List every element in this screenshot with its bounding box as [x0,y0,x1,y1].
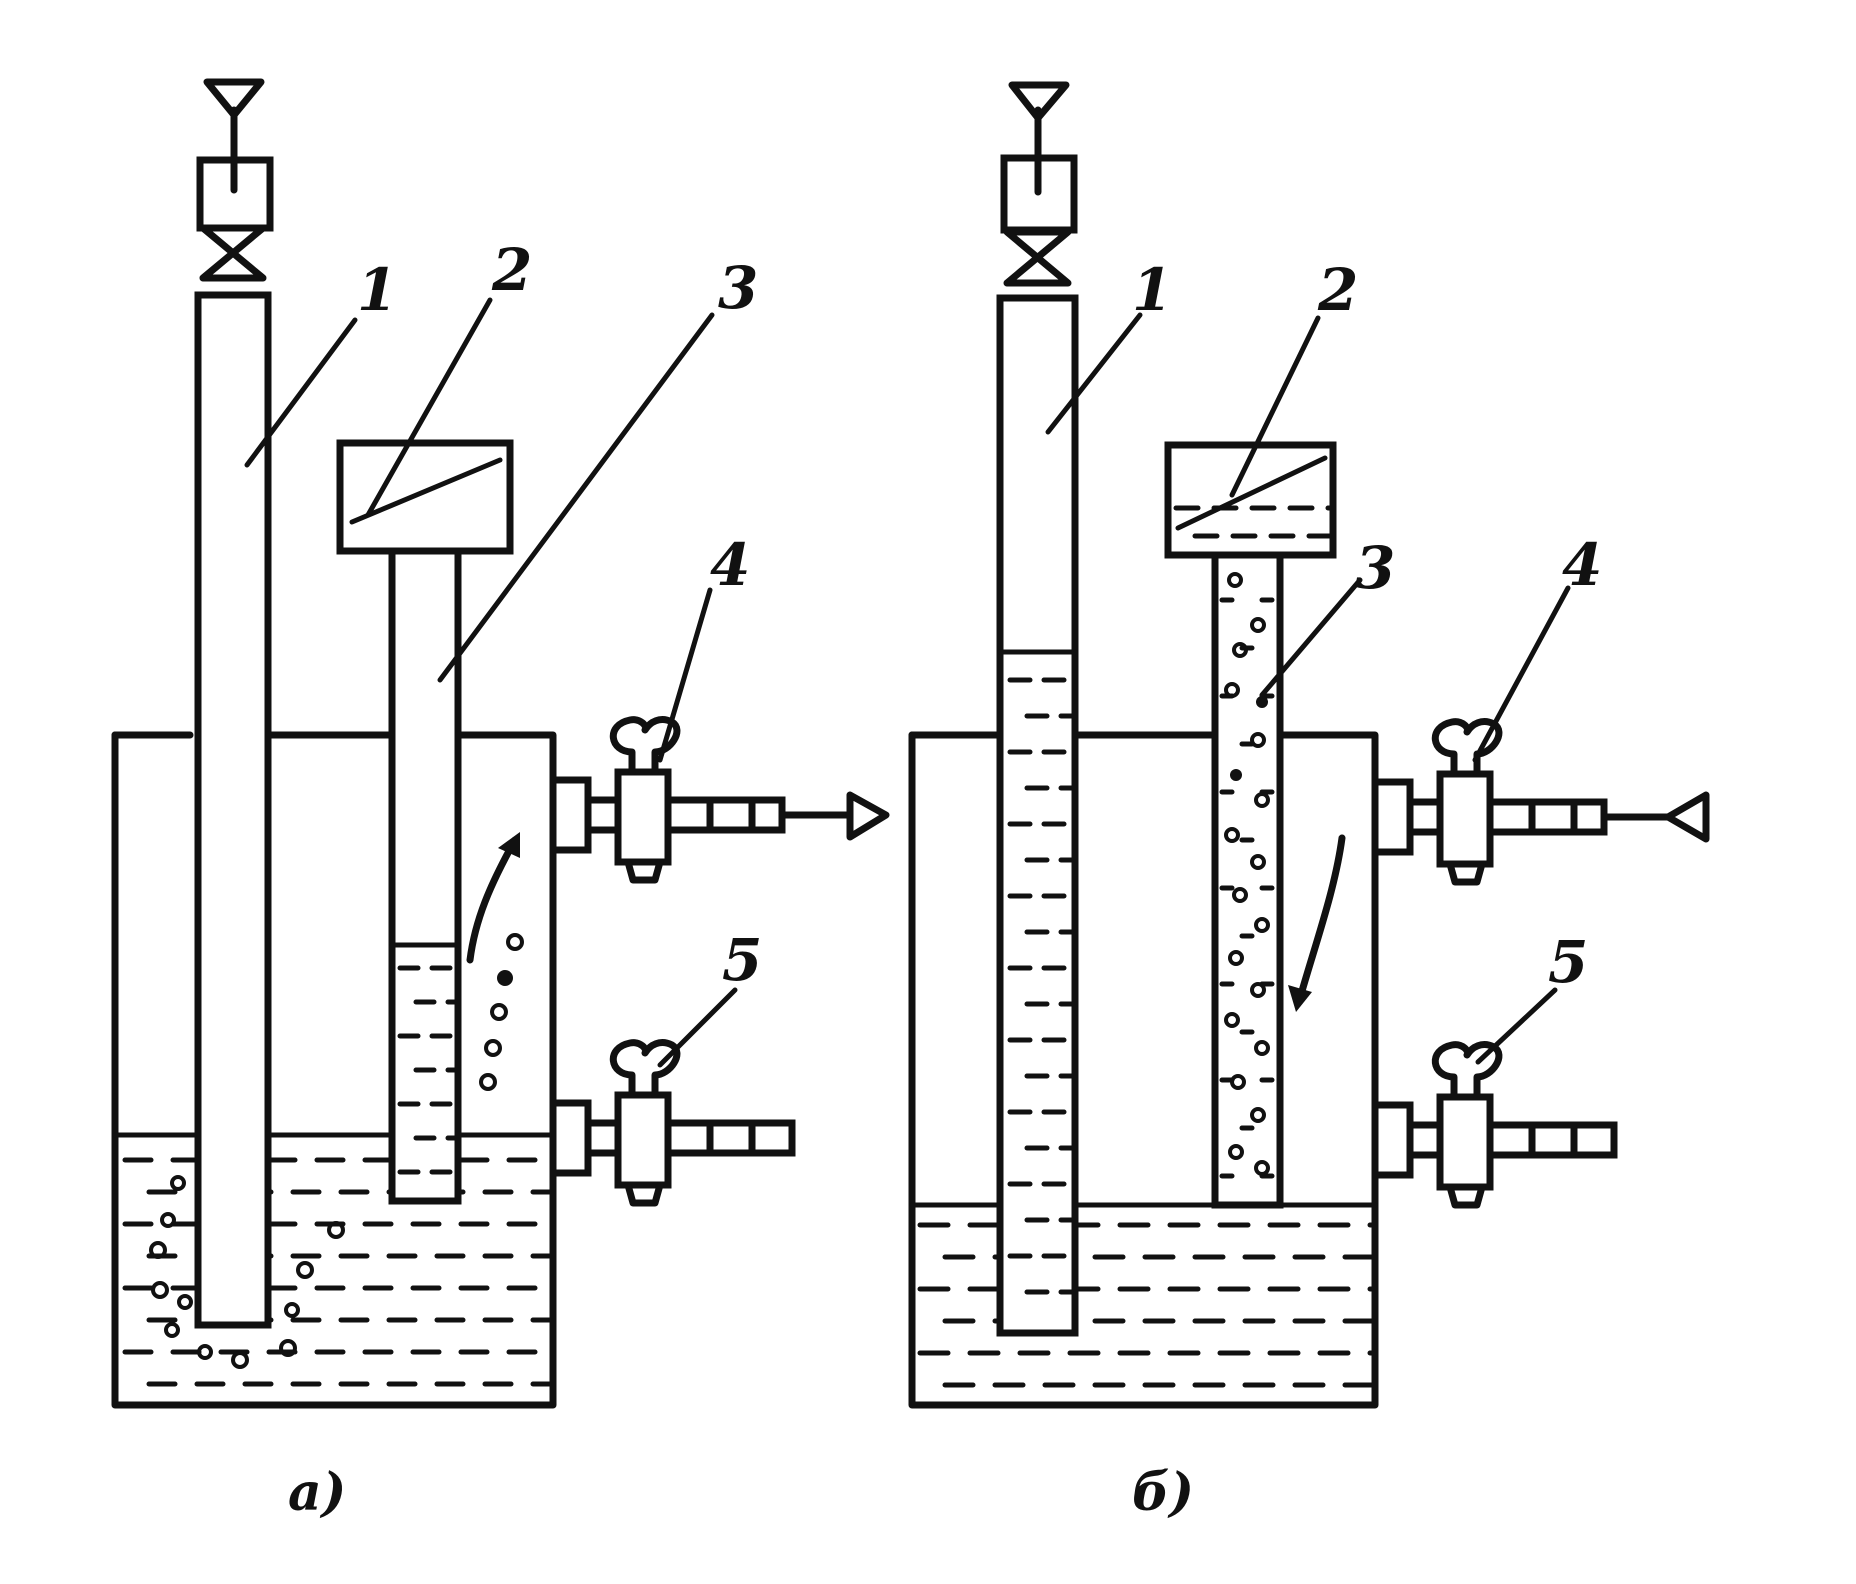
leaders-b [1045,312,1571,1065]
vessel-b-liquid [917,1222,1375,1388]
flow-arrow-b [1288,834,1346,1012]
label-2-b: 2 [1317,256,1358,324]
vessel-a-liquid [122,1157,553,1387]
tube-3-a [388,547,462,1205]
label-4-b: 4 [1562,531,1602,599]
caption-b: б) [1132,1462,1194,1523]
leaders-a [244,297,738,1068]
tube-1-a [194,78,274,1329]
label-3-b: 3 [1355,534,1395,602]
caption-a: а) [288,1462,346,1523]
tube-1-b [996,81,1079,1337]
label-3-a: 3 [718,254,758,322]
reservoir-2-b [1164,441,1337,559]
label-5-a: 5 [722,926,762,994]
tap-4-b [1371,718,1710,886]
bubbles-b [1224,572,1270,1176]
label-4-a: 4 [710,531,750,599]
vessel-b [908,731,1379,1409]
panel-b: 1 2 3 4 5 б) [908,81,1710,1523]
tube-3-b [1211,551,1284,1209]
panel-a: 1 2 3 4 5 а) [111,78,890,1523]
label-1-b: 1 [1132,256,1172,324]
tap-4-a [549,716,890,884]
label-1-a: 1 [357,256,397,324]
reservoir-2-a [336,439,514,555]
tap-5-b [1371,1041,1618,1209]
flow-arrow-a [466,832,520,964]
tap-5-a [549,1039,796,1207]
label-5-b: 5 [1548,928,1588,996]
label-2-a: 2 [491,236,532,304]
bubbles-a [149,933,524,1369]
